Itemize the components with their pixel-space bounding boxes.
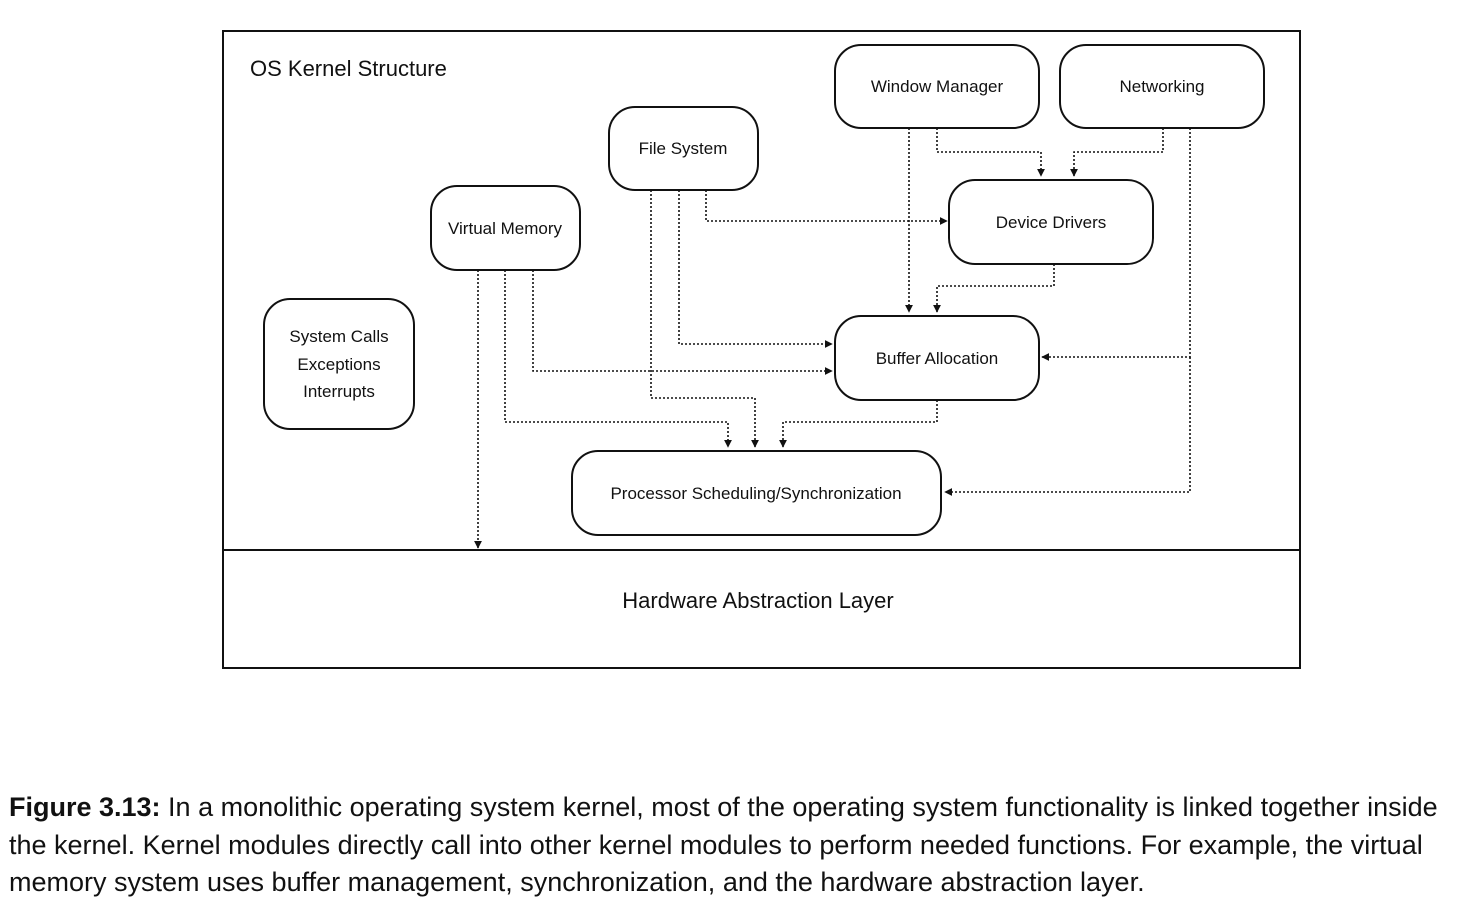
edge-window-manager-to-device-drivers xyxy=(936,128,1045,177)
node-device-drivers-box xyxy=(948,179,1154,265)
node-file-system: File System xyxy=(608,106,759,191)
node-virtual-memory-box xyxy=(430,185,581,271)
edge-networking-to-processor-scheduling xyxy=(944,357,1191,496)
edge-device-drivers-to-buffer-allocation xyxy=(933,264,1055,313)
edge-file-system-to-device-drivers xyxy=(705,190,948,225)
node-processor-scheduling-box xyxy=(571,450,942,536)
node-system-calls: System Calls Exceptions Interrupts xyxy=(263,298,415,430)
node-virtual-memory: Virtual Memory xyxy=(430,185,581,271)
figure-caption: Figure 3.13: In a monolithic operating s… xyxy=(9,789,1461,902)
node-system-calls-label-3: Interrupts xyxy=(303,382,375,401)
node-processor-scheduling-label: Processor Scheduling/Synchronization xyxy=(610,484,901,503)
hal-label: Hardware Abstraction Layer xyxy=(622,588,893,613)
node-networking: Networking xyxy=(1059,44,1265,129)
edge-file-system-to-buffer-allocation xyxy=(678,190,833,348)
node-system-calls-label-1: System Calls xyxy=(289,327,388,346)
edge-file-system-to-processor-scheduling xyxy=(650,190,759,448)
node-networking-label: Networking xyxy=(1119,77,1204,96)
node-file-system-label: File System xyxy=(639,139,728,158)
node-virtual-memory-label: Virtual Memory xyxy=(448,219,562,238)
node-buffer-allocation-label: Buffer Allocation xyxy=(876,349,999,368)
edge-networking-to-device-drivers xyxy=(1070,128,1164,177)
node-window-manager-label: Window Manager xyxy=(871,77,1004,96)
node-file-system-box xyxy=(608,106,759,191)
node-system-calls-box xyxy=(263,298,415,430)
node-buffer-allocation-box xyxy=(834,315,1040,401)
os-kernel-diagram: OS Kernel Structure Hardware Abstraction… xyxy=(222,30,1301,669)
edges xyxy=(474,128,1191,549)
node-networking-box xyxy=(1059,44,1265,129)
edge-buffer-allocation-to-processor-scheduling xyxy=(779,400,938,448)
figure-caption-label: Figure 3.13: xyxy=(9,792,161,822)
node-device-drivers-label: Device Drivers xyxy=(996,213,1107,232)
node-processor-scheduling: Processor Scheduling/Synchronization xyxy=(571,450,942,536)
node-window-manager-box xyxy=(834,44,1040,129)
edge-virtual-memory-to-processor-scheduling xyxy=(504,270,732,448)
edge-virtual-memory-to-buffer-allocation xyxy=(532,270,833,375)
node-system-calls-label-2: Exceptions xyxy=(297,355,380,374)
kernel-frame xyxy=(222,30,1301,669)
node-window-manager: Window Manager xyxy=(834,44,1040,129)
figure-caption-text: In a monolithic operating system kernel,… xyxy=(9,792,1438,897)
node-device-drivers: Device Drivers xyxy=(948,179,1154,265)
node-buffer-allocation: Buffer Allocation xyxy=(834,315,1040,401)
diagram-title: OS Kernel Structure xyxy=(250,56,447,81)
